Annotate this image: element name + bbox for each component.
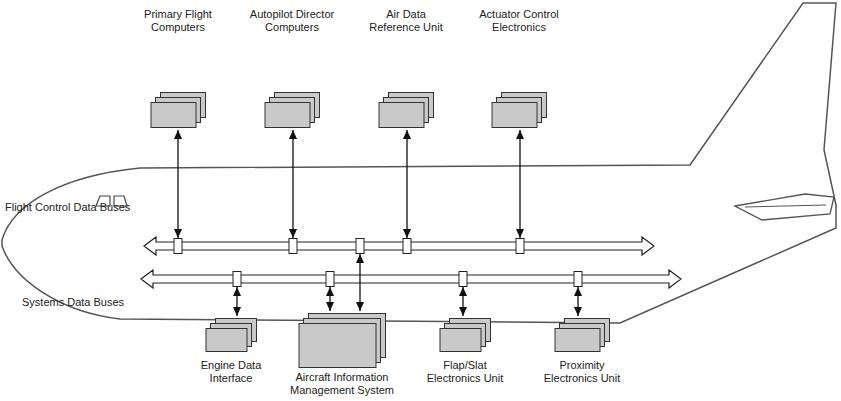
bus-tap (403, 239, 411, 254)
lru-stack (554, 318, 610, 352)
bus-connector (577, 287, 578, 316)
bus-outline (141, 270, 681, 288)
bus-tap (516, 239, 524, 254)
lru-stack (150, 92, 206, 128)
bus-connector (519, 130, 520, 238)
unit-label: Flap/Slat Electronics Unit (420, 359, 510, 385)
lru-card (265, 103, 310, 128)
data-bus: Systems Data Buses (140, 269, 682, 289)
lru-unit: Aircraft Information Management System (282, 313, 402, 397)
lru-stack (491, 92, 547, 128)
lru-unit: Proximity Electronics Unit (537, 318, 627, 385)
lru-unit: Engine Data Interface (194, 318, 269, 385)
lru-card (206, 329, 247, 352)
lru-unit: Actuator Control Electronics (472, 8, 567, 128)
bus-arrow (140, 269, 682, 289)
bus-outline (144, 237, 654, 255)
lru-unit: Air Data Reference Unit (366, 8, 446, 128)
lru-card (379, 103, 424, 128)
bus-tap (326, 272, 334, 287)
lru-card (555, 329, 600, 352)
lru-card (440, 329, 481, 352)
bus-connector (236, 287, 237, 316)
bus-tap (459, 272, 467, 287)
bus-label: Systems Data Buses (22, 296, 124, 309)
data-bus: Flight Control Data Buses (143, 236, 655, 256)
unit-label: Air Data Reference Unit (366, 8, 446, 34)
bus-tap (574, 272, 582, 287)
bus-tap (174, 239, 182, 254)
unit-label: Primary Flight Computers (138, 8, 218, 34)
stabilizer-line (745, 205, 826, 207)
bus-connector (462, 287, 463, 316)
unit-label: Engine Data Interface (194, 359, 269, 385)
bus-tap (356, 239, 364, 254)
unit-label: Aircraft Information Management System (282, 371, 402, 397)
bus-tap (233, 272, 241, 287)
lru-stack (298, 313, 386, 368)
lru-card (492, 103, 537, 128)
lru-stack (205, 318, 257, 352)
unit-label: Proximity Electronics Unit (537, 359, 627, 385)
bus-connector (292, 130, 293, 238)
lru-stack (439, 318, 491, 352)
lru-unit: Flap/Slat Electronics Unit (420, 318, 510, 385)
bus-tap (289, 239, 297, 254)
lru-stack (378, 92, 434, 128)
stabilizer (735, 194, 834, 220)
unit-label: Actuator Control Electronics (472, 8, 567, 34)
bus-label: Flight Control Data Buses (5, 201, 130, 214)
lru-card (151, 103, 196, 128)
bus-arrow (143, 236, 655, 256)
bus-connector (177, 130, 178, 238)
lru-unit: Primary Flight Computers (138, 8, 218, 128)
bus-connector (329, 287, 330, 311)
lru-unit: Autopilot Director Computers (242, 8, 342, 128)
bus-connector (406, 130, 407, 238)
lru-card (299, 324, 376, 368)
fuselage (2, 3, 836, 323)
lru-stack (264, 92, 320, 128)
unit-label: Autopilot Director Computers (242, 8, 342, 34)
